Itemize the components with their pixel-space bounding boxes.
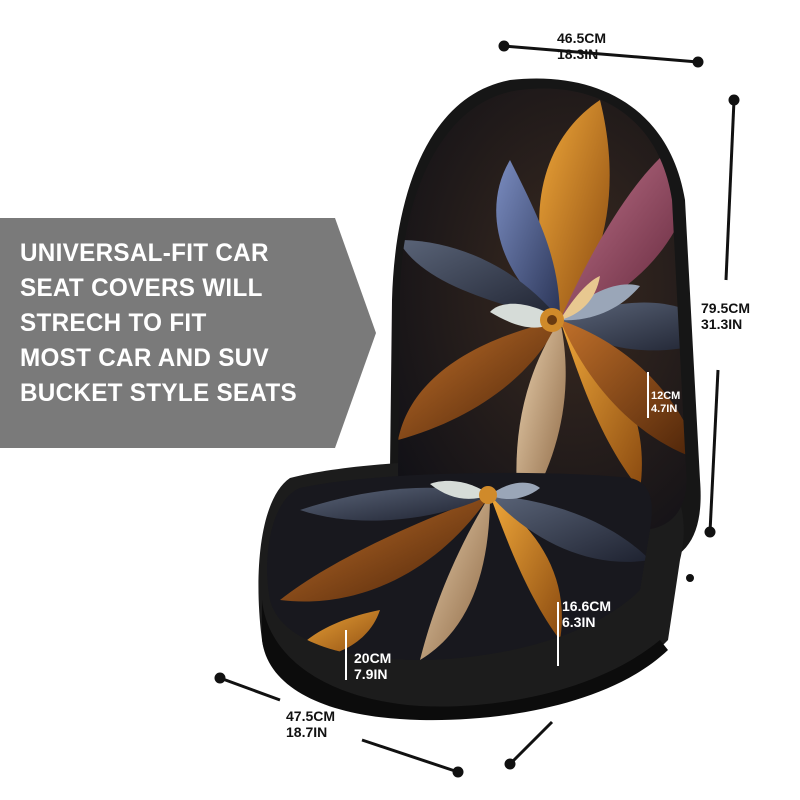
banner-arrow-shape xyxy=(0,218,376,448)
banner-line: BUCKET STYLE SEATS xyxy=(20,379,297,407)
dimension-cm: 79.5CM xyxy=(701,300,751,316)
dimension-height: 79.5CM 31.3IN xyxy=(701,300,750,332)
feature-banner xyxy=(0,218,378,448)
banner-line: STRECH TO FIT xyxy=(20,309,207,337)
dimension-top-width: 46.5CM 18.3IN xyxy=(557,30,606,62)
dimension-in: 4.7IN xyxy=(651,403,678,415)
measurement-lines xyxy=(214,40,740,778)
dimension-side-gap: 12CM 4.7IN xyxy=(651,390,680,416)
banner-text: UNIVERSAL-FIT CAR SEAT COVERS WILL STREC… xyxy=(20,236,306,411)
dimension-in: 18.7IN xyxy=(286,724,328,740)
dimension-bottom-width: 47.5CM 18.7IN xyxy=(286,708,335,740)
dimension-in: 31.3IN xyxy=(701,316,743,332)
dimension-side-depth: 16.6CM 6.3IN xyxy=(562,598,611,630)
dimension-cm: 16.6CM xyxy=(562,598,612,614)
dimension-cm: 20CM xyxy=(354,650,392,666)
dimension-front-depth: 20CM 7.9IN xyxy=(354,650,391,682)
dimension-in: 18.3IN xyxy=(557,46,599,62)
dimension-cm: 47.5CM xyxy=(286,708,336,724)
banner-line: SEAT COVERS WILL xyxy=(20,274,263,302)
dimension-in: 6.3IN xyxy=(562,614,596,630)
dimension-cm: 46.5CM xyxy=(557,30,607,46)
banner-line: MOST CAR AND SUV xyxy=(20,344,269,372)
dimension-cm: 12CM xyxy=(651,390,681,402)
dimension-in: 7.9IN xyxy=(354,666,388,682)
banner-line: UNIVERSAL-FIT CAR xyxy=(20,239,269,267)
seat-measure-marks xyxy=(345,372,649,680)
seat-back-print xyxy=(398,88,687,531)
